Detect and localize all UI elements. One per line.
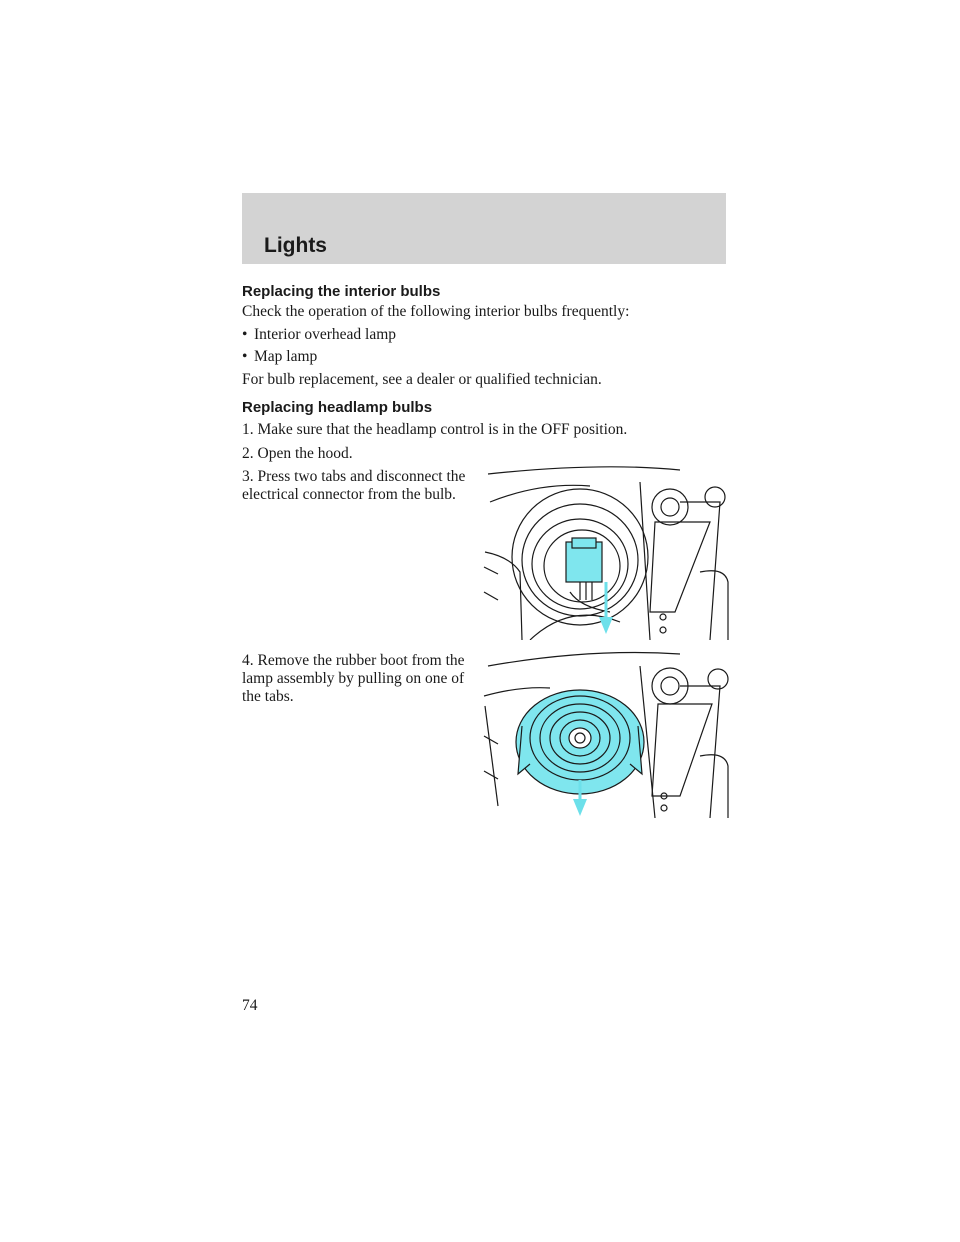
heading-headlamp-bulbs: Replacing headlamp bulbs: [242, 399, 433, 416]
bullet-label: Interior overhead lamp: [254, 326, 397, 343]
bullet-label: Map lamp: [254, 348, 318, 365]
step-3-line-2: electrical connector from the bulb.: [242, 486, 456, 503]
bullet-item: • Map lamp: [242, 347, 317, 367]
step-1-text: 1. Make sure that the headlamp control i…: [242, 421, 628, 438]
step-2-text: 2. Open the hood.: [242, 445, 353, 462]
heading-interior-bulbs: Replacing the interior bulbs: [242, 283, 441, 300]
bullet-icon: •: [242, 348, 248, 365]
down-arrow-icon: [573, 799, 587, 816]
step-3-line-1: 3. Press two tabs and disconnect the: [242, 468, 466, 485]
headlamp-rubber-boot-illustration: [483, 651, 729, 818]
headlamp-connector-illustration: [483, 466, 729, 640]
replacement-note-text: For bulb replacement, see a dealer or qu…: [242, 371, 602, 388]
bullet-icon: •: [242, 326, 248, 343]
step-4-line-1: 4. Remove the rubber boot from the: [242, 652, 465, 669]
bullet-item: • Interior overhead lamp: [242, 325, 396, 345]
page-number: 74: [242, 997, 258, 1014]
down-arrow-icon: [599, 617, 613, 634]
section-title: Lights: [264, 234, 327, 257]
connector-highlight: [565, 541, 603, 583]
step-4-line-2: lamp assembly by pulling on one of: [242, 670, 465, 687]
section-header-band: Lights: [242, 193, 726, 264]
interior-intro-text: Check the operation of the following int…: [242, 303, 630, 320]
step-4-line-3: the tabs.: [242, 688, 294, 705]
